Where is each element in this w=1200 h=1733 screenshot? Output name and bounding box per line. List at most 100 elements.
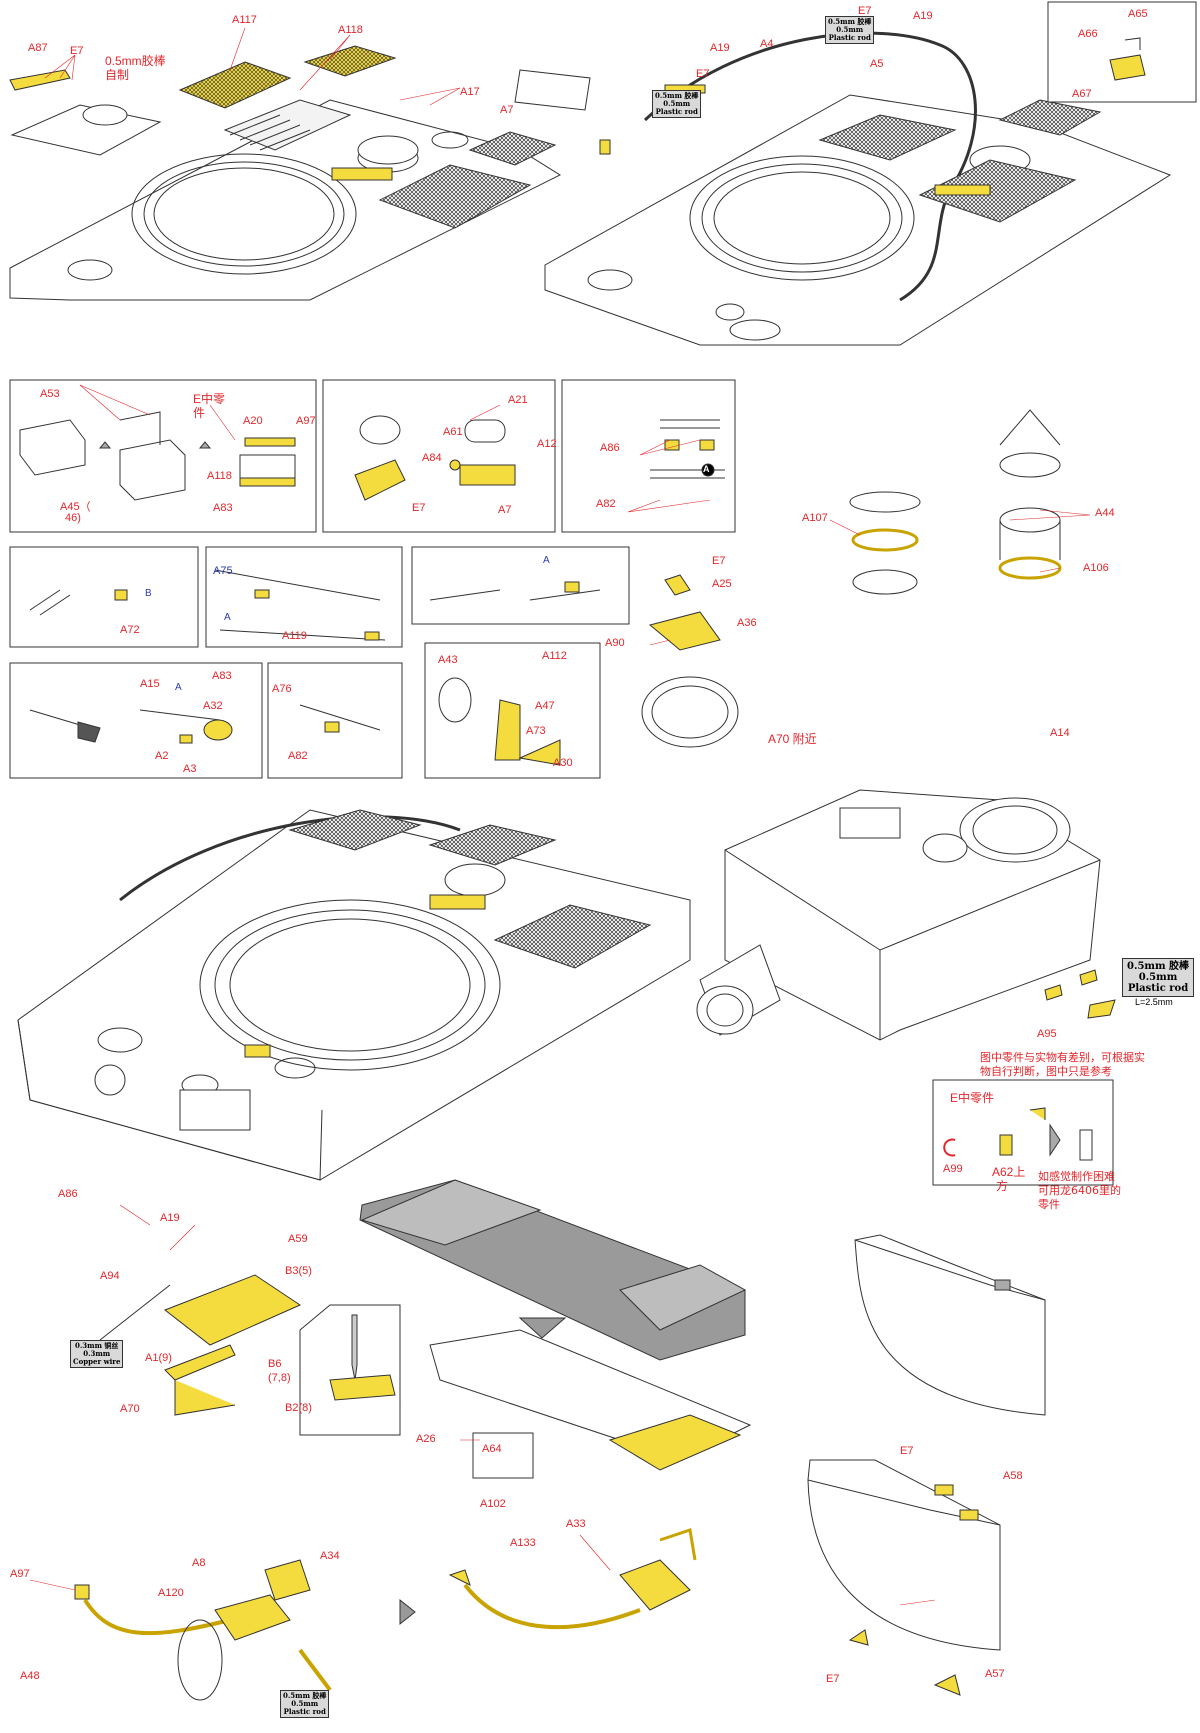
label-a86: A86 bbox=[600, 442, 620, 454]
step2-inset-a65 bbox=[1047, 1, 1197, 103]
label-rod-note: 0.5mm胶棒 bbox=[105, 54, 166, 68]
label-a62-top: 方 bbox=[996, 1179, 1009, 1193]
label-a119: A119 bbox=[282, 630, 307, 642]
tag-line: Plastic rod bbox=[828, 33, 871, 42]
circle-a-marker-2: A bbox=[224, 612, 231, 623]
label-a7-box2: A7 bbox=[498, 504, 512, 516]
a8-assembly bbox=[74, 1559, 332, 1701]
tag-line: Plastic rod bbox=[1127, 983, 1189, 994]
note-difference: 图中零件与实物有差别，可根据实 物自行判断，图中只是参考 bbox=[980, 1051, 1145, 1079]
tag-line: Plastic rod bbox=[283, 1707, 326, 1716]
label-a34: A34 bbox=[320, 1550, 340, 1562]
box2-parts bbox=[354, 415, 516, 501]
tag-line: 0.5mm bbox=[291, 1699, 319, 1708]
label-e-parts-2: 件 bbox=[193, 406, 206, 420]
circle-b-marker: B bbox=[145, 588, 152, 599]
label-a118-box: A118 bbox=[207, 470, 232, 482]
label-a21: A21 bbox=[508, 394, 528, 406]
label-a53: A53 bbox=[40, 388, 60, 400]
step1-yellow-plate bbox=[331, 167, 393, 181]
step2-engine-deck bbox=[514, 31, 1172, 346]
note-alternative: 如感觉制作困难 可用龙6406里的 零件 bbox=[1038, 1170, 1121, 1212]
substep-boxes bbox=[9, 379, 736, 779]
label-a112: A112 bbox=[542, 650, 567, 662]
label-a75: A75 bbox=[213, 565, 233, 577]
label-a82-row3: A82 bbox=[288, 750, 308, 762]
tag-line: 0.5mm bbox=[836, 25, 864, 34]
label-a32: A32 bbox=[203, 700, 223, 712]
label-rod-note-self-made: 自制 bbox=[105, 68, 130, 82]
label-a94: A94 bbox=[100, 1270, 120, 1282]
tag-line: 0.5mm 胶棒 bbox=[1127, 961, 1190, 972]
step1-mesh-a117 bbox=[178, 61, 292, 109]
label-a46: 46) bbox=[65, 512, 81, 524]
step1-mesh-right bbox=[378, 164, 532, 229]
circle-a-marker-3: A bbox=[543, 555, 550, 566]
row2-parts bbox=[29, 569, 601, 641]
label-e7-box2: E7 bbox=[412, 502, 426, 514]
label-a90: A90 bbox=[605, 637, 625, 649]
label-e7-left: E7 bbox=[696, 68, 710, 80]
a33-assembly bbox=[448, 1528, 697, 1630]
label-a83: A83 bbox=[213, 502, 233, 514]
label-a19-top: A19 bbox=[913, 10, 933, 22]
down-arrow bbox=[518, 1317, 567, 1339]
label-a99: A99 bbox=[943, 1163, 963, 1175]
label-e7-top: E7 bbox=[858, 5, 872, 17]
tag-line: 0.5mm 胶棒 bbox=[283, 1691, 327, 1700]
deck-mesh-b bbox=[493, 904, 652, 969]
step2-yellow-clamp bbox=[599, 139, 611, 155]
label-a117: A117 bbox=[232, 14, 257, 26]
label-b3: B3(5) bbox=[285, 1265, 312, 1277]
label-a83-row3: A83 bbox=[212, 670, 232, 682]
step1-mesh-a118 bbox=[303, 45, 397, 77]
label-e7-a25: E7 bbox=[712, 555, 726, 567]
step2-mesh-c bbox=[998, 99, 1102, 136]
label-a107: A107 bbox=[802, 512, 828, 524]
assembled-deck bbox=[17, 809, 691, 1181]
label-length: L=2.5mm bbox=[1135, 997, 1173, 1007]
note-line: 如感觉制作困难 bbox=[1038, 1170, 1115, 1183]
label-a48: A48 bbox=[20, 1670, 40, 1682]
label-e7-fender: E7 bbox=[900, 1445, 914, 1457]
deck-yellow-plate bbox=[429, 894, 486, 910]
label-b6-sub: (7,8) bbox=[268, 1372, 291, 1384]
tag-line: 0.5mm 胶棒 bbox=[655, 91, 699, 100]
label-a106: A106 bbox=[1083, 562, 1109, 574]
label-a26: A26 bbox=[416, 1433, 436, 1445]
label-a57: A57 bbox=[985, 1668, 1005, 1680]
tag-plastic-rod-top: 0.5mm 胶棒 0.5mm Plastic rod bbox=[825, 16, 875, 44]
label-a33: A33 bbox=[566, 1518, 586, 1530]
a64-inset bbox=[472, 1432, 534, 1479]
label-e-parts-inset: E中零件 bbox=[950, 1091, 995, 1105]
label-a58: A58 bbox=[1003, 1470, 1023, 1482]
step1-inset bbox=[9, 69, 162, 156]
rear-plate-grey bbox=[359, 1179, 747, 1361]
label-a1: A1(9) bbox=[145, 1352, 172, 1364]
fender-bottom bbox=[807, 1459, 1001, 1696]
label-e-parts: E中零 bbox=[193, 392, 226, 406]
label-a5: A5 bbox=[870, 58, 884, 70]
tag-line: 0.5mm bbox=[663, 99, 691, 108]
label-a70-near: A70 附近 bbox=[768, 732, 817, 746]
deck-mesh-c bbox=[428, 824, 557, 866]
label-b6: B6 bbox=[268, 1358, 282, 1370]
tag-copper-wire: 0.3mm 铜丝 0.3mm Copper wire bbox=[70, 1340, 124, 1368]
label-a30: A30 bbox=[553, 757, 573, 769]
deck-yellow-fitting bbox=[244, 1044, 271, 1058]
row3-parts bbox=[29, 677, 561, 766]
step2-mesh-a bbox=[818, 114, 957, 161]
label-a87: A87 bbox=[28, 42, 48, 54]
label-a97: A97 bbox=[296, 415, 316, 427]
label-a25: A25 bbox=[712, 578, 732, 590]
label-e7: E7 bbox=[70, 45, 84, 57]
label-b2: B2(8) bbox=[285, 1402, 312, 1414]
tag-line: 0.3mm 铜丝 bbox=[75, 1341, 119, 1350]
e-parts-inset bbox=[932, 1079, 1114, 1186]
label-a118: A118 bbox=[338, 24, 363, 36]
note-line: 零件 bbox=[1038, 1198, 1060, 1211]
label-a86-lower: A86 bbox=[58, 1188, 78, 1200]
label-a44: A44 bbox=[1095, 507, 1115, 519]
leader-lines bbox=[29, 384, 1091, 1606]
